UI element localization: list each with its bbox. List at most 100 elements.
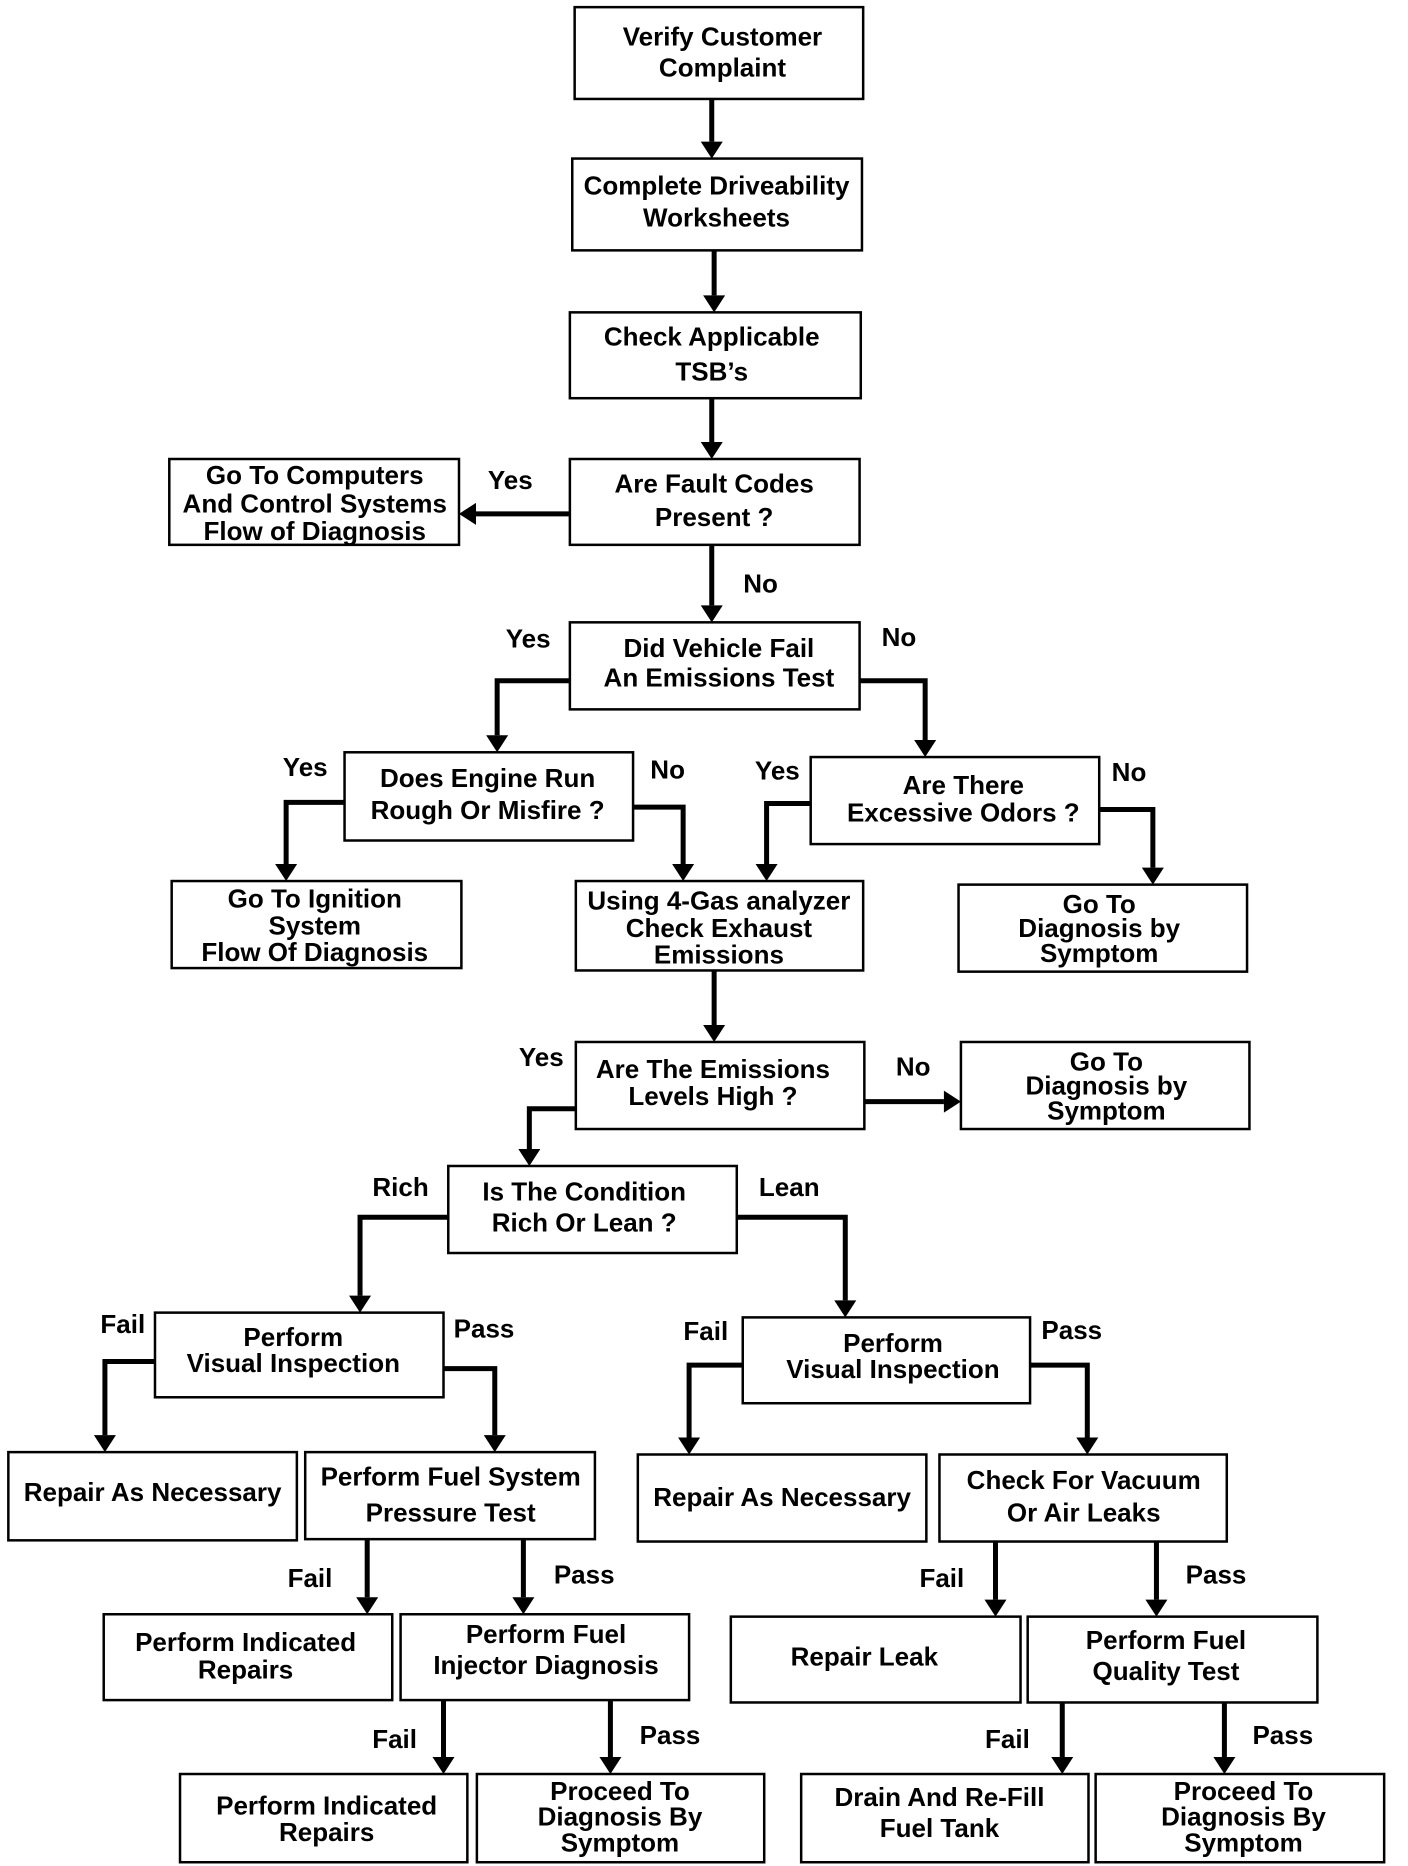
node-drain-line-1: Drain And Re-Fill (834, 1782, 1044, 1812)
node-visual-rich-line-1: Perform (243, 1322, 343, 1352)
node-symptom-a-line-1: Go To (1063, 889, 1136, 919)
arrowhead (275, 864, 298, 882)
connector-20 (1030, 1362, 1099, 1455)
node-worksheets-box (571, 157, 864, 252)
branch-label-levels-no: No (896, 1051, 931, 1081)
arrowhead (1213, 1757, 1236, 1775)
node-computers-box (168, 457, 461, 547)
node-ignition-line-3: Flow Of Diagnosis (201, 937, 428, 967)
node-fuel-pressure-line-1: Perform Fuel System (321, 1461, 581, 1491)
arrowhead (700, 141, 723, 159)
node-repair-lean: Repair As Necessary (636, 1453, 928, 1543)
node-repair-leak-line-1: Repair Leak (791, 1642, 939, 1672)
arrowhead (1141, 867, 1164, 885)
connector-line (102, 1359, 155, 1436)
branch-label-odors-yes: Yes (755, 756, 800, 786)
arrowhead (914, 740, 937, 758)
connector-line (686, 1362, 743, 1438)
node-rich-lean-box (447, 1164, 739, 1255)
node-emissions-test-line-1: Did Vehicle Fail (624, 633, 815, 663)
node-injector-line-1: Perform Fuel (466, 1619, 626, 1649)
connector-26 (599, 1700, 622, 1775)
node-injector-box (399, 1613, 691, 1702)
node-repair-lean-box (636, 1453, 928, 1543)
branch-label-injector-pass: Pass (640, 1720, 701, 1750)
arrowhead (483, 1435, 506, 1453)
arrowhead (356, 1597, 379, 1615)
node-fault-line-1: Are Fault Codes (614, 468, 813, 498)
connector-line (443, 1366, 498, 1436)
node-repair-lean-line-1: Repair As Necessary (653, 1482, 911, 1512)
node-proceed-b-line-2: Diagnosis By (1161, 1801, 1326, 1831)
connector-8 (275, 799, 345, 882)
branch-label-visual-rich-pass: Pass (454, 1314, 515, 1344)
connector-11 (1099, 807, 1164, 885)
arrowhead (703, 295, 726, 313)
branch-label-visual-lean-fail: Fail (683, 1316, 728, 1346)
branch-label-vacuum-pass: Pass (1186, 1559, 1247, 1589)
connector-5 (700, 544, 723, 623)
connector-15 (349, 1214, 449, 1313)
connector-24 (1145, 1541, 1168, 1617)
node-proceed-a-line-2: Diagnosis By (538, 1801, 703, 1831)
arrowhead (93, 1435, 116, 1453)
node-symptom-b-line-1: Go To (1070, 1047, 1143, 1077)
node-visual-rich-box (153, 1311, 445, 1399)
node-levels-high-line-2: Levels High ? (628, 1081, 797, 1111)
arrowhead (703, 1024, 726, 1042)
connector-27 (1051, 1702, 1074, 1775)
branch-label-rich: Rich (372, 1172, 428, 1202)
node-fault-box (568, 457, 861, 547)
node-symptom-b-line-2: Diagnosis by (1025, 1070, 1187, 1100)
node-verify-line-1: Verify Customer (623, 21, 822, 51)
arrowhead (349, 1295, 372, 1313)
node-indicated-1-line-2: Repairs (198, 1655, 293, 1685)
node-repair-rich-line-1: Repair As Necessary (24, 1477, 282, 1507)
branch-label-quality-fail: Fail (985, 1724, 1030, 1754)
node-computers-line-1: Go To Computers (206, 460, 424, 490)
node-indicated-2-line-2: Repairs (279, 1817, 374, 1847)
arrowhead (678, 1437, 701, 1455)
branch-label-odors-no: No (1112, 757, 1147, 787)
arrowhead (512, 1597, 535, 1615)
node-fuel-pressure-box (303, 1450, 597, 1541)
node-symptom-b-box (959, 1040, 1251, 1131)
connector-line (633, 804, 686, 865)
branch-label-emissions-yes: Yes (506, 623, 551, 653)
node-analyzer-line-2: Check Exhaust (626, 913, 813, 943)
node-rich-lean-line-1: Is The Condition (482, 1177, 686, 1207)
branch-label-fault-no: No (743, 569, 778, 599)
node-analyzer-line-1: Using 4-Gas analyzer (587, 886, 850, 916)
node-drain-line-2: Fuel Tank (880, 1813, 1000, 1843)
connector-12 (703, 970, 726, 1042)
node-drain-box (799, 1772, 1090, 1864)
connector-line (764, 801, 811, 865)
arrowhead (1076, 1437, 1099, 1455)
node-proceed-a-box (475, 1772, 766, 1864)
branch-label-quality-pass: Pass (1252, 1720, 1313, 1750)
node-emissions-test-line-2: An Emissions Test (604, 663, 835, 693)
connector-line (1030, 1362, 1090, 1438)
node-levels-high-line-1: Are The Emissions (596, 1054, 830, 1084)
node-proceed-b-line-3: Symptom (1184, 1828, 1302, 1858)
arrowhead (1051, 1757, 1074, 1775)
node-repair-leak-box (729, 1615, 1022, 1704)
connector-18 (443, 1366, 506, 1453)
connector-13 (864, 1090, 961, 1113)
node-visual-lean-line-2: Visual Inspection (786, 1354, 999, 1384)
node-verify-line-2: Complaint (659, 52, 786, 82)
node-verify-box (573, 5, 865, 101)
node-proceed-b-box (1094, 1772, 1386, 1864)
node-worksheets-line-1: Complete Driveability (584, 170, 850, 200)
